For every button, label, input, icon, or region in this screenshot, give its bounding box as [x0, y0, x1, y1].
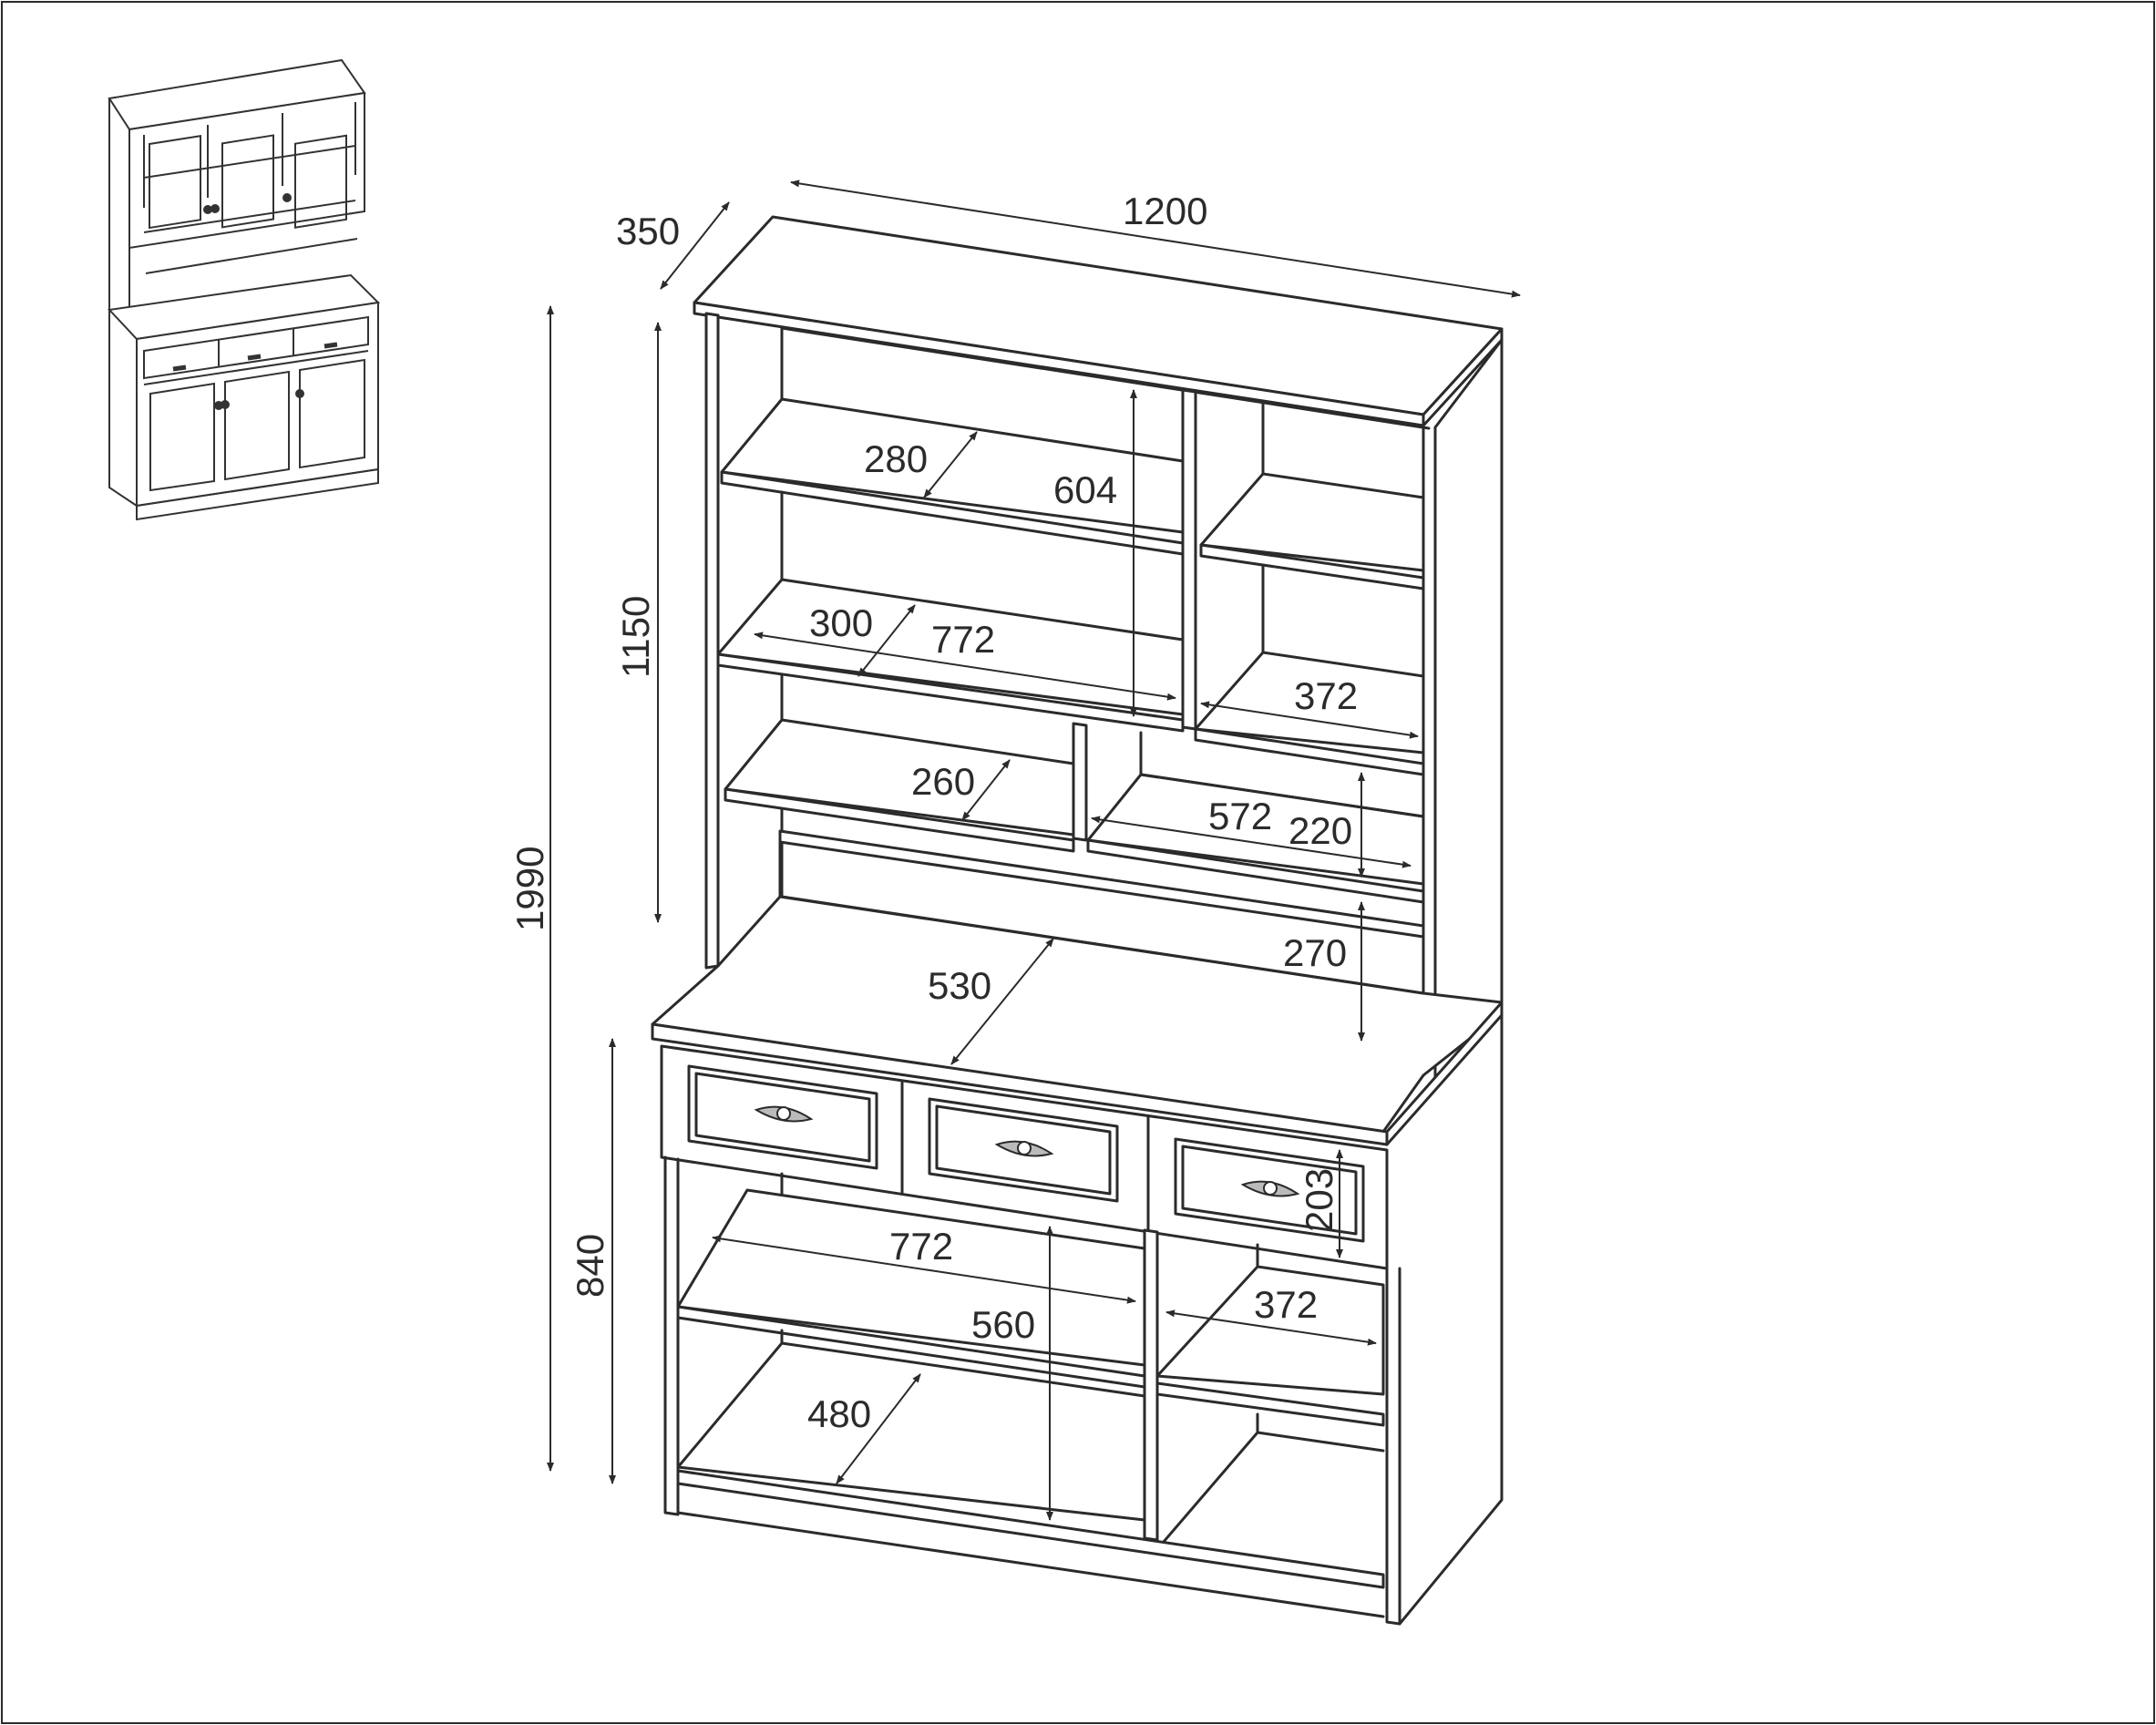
thumbnail-preview: [107, 58, 381, 521]
dim-width-total: 1200: [1123, 190, 1207, 232]
dim-shelf-depth-3: 260: [911, 760, 975, 803]
lower-cabinet: [651, 895, 1504, 1626]
dimension-lines: [547, 180, 1521, 1521]
dim-drawer-height: 203: [1298, 1168, 1340, 1232]
dim-shelf-depth-2: 300: [809, 601, 873, 644]
dim-shelf-depth-1: 280: [864, 437, 928, 480]
dim-height-lower: 840: [569, 1234, 611, 1298]
dim-cabinet-height: 560: [971, 1303, 1035, 1346]
dim-niche-width-mid: 572: [1208, 795, 1272, 837]
dim-niche-width-right: 372: [1294, 674, 1358, 717]
dim-gap-height: 270: [1283, 931, 1347, 974]
dim-depth-top: 350: [616, 210, 680, 252]
dim-lower-depth: 480: [807, 1392, 871, 1435]
dim-shelf-width-lower: 772: [889, 1225, 953, 1268]
dim-shelf-width-upper: 772: [931, 618, 995, 661]
dim-height-total: 1990: [508, 847, 551, 931]
dim-niche-height-mid: 220: [1288, 809, 1352, 852]
dim-height-upper: 1150: [614, 596, 657, 678]
dim-lower-width-right: 372: [1254, 1283, 1318, 1326]
dimension-labels: 350 1200 1990 1150 840 280 604 300 772 3…: [508, 190, 1358, 1435]
dim-shelf-height-1: 604: [1053, 468, 1117, 511]
dim-counter-depth: 530: [928, 964, 991, 1007]
drawer-handle-icon: [754, 1105, 1300, 1197]
